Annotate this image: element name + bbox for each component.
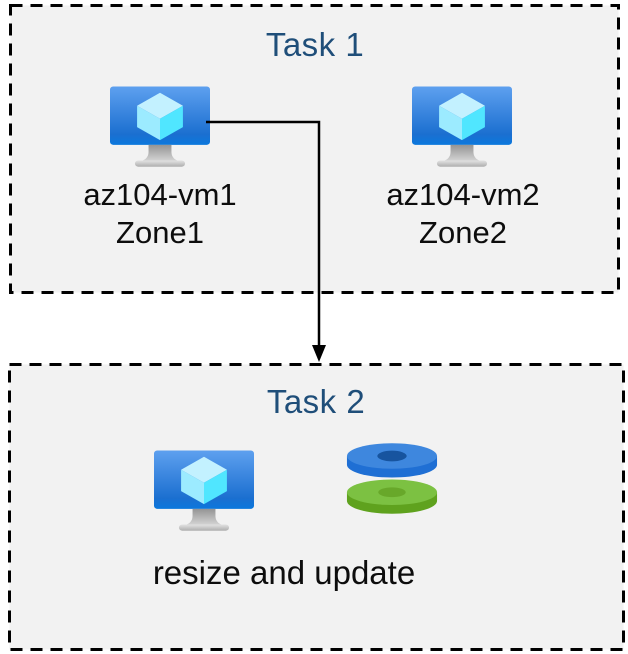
task1-title: Task 1 — [265, 26, 365, 63]
managed-disks-icon — [346, 443, 438, 514]
virtual-machine-icon — [412, 86, 512, 167]
task2-caption: resize and update — [152, 554, 416, 591]
vm2-label: az104-vm2 Zone2 — [353, 176, 573, 252]
vm1-zone: Zone1 — [116, 215, 204, 250]
vm2-zone: Zone2 — [419, 215, 507, 250]
vm1-label: az104-vm1 Zone1 — [50, 176, 270, 252]
task2-title: Task 2 — [266, 383, 366, 420]
virtual-machine-icon — [110, 86, 210, 167]
virtual-machine-icon — [154, 450, 254, 531]
vm2-name: az104-vm2 — [386, 177, 540, 212]
vm1-name: az104-vm1 — [83, 177, 237, 212]
task2-box — [8, 363, 625, 651]
